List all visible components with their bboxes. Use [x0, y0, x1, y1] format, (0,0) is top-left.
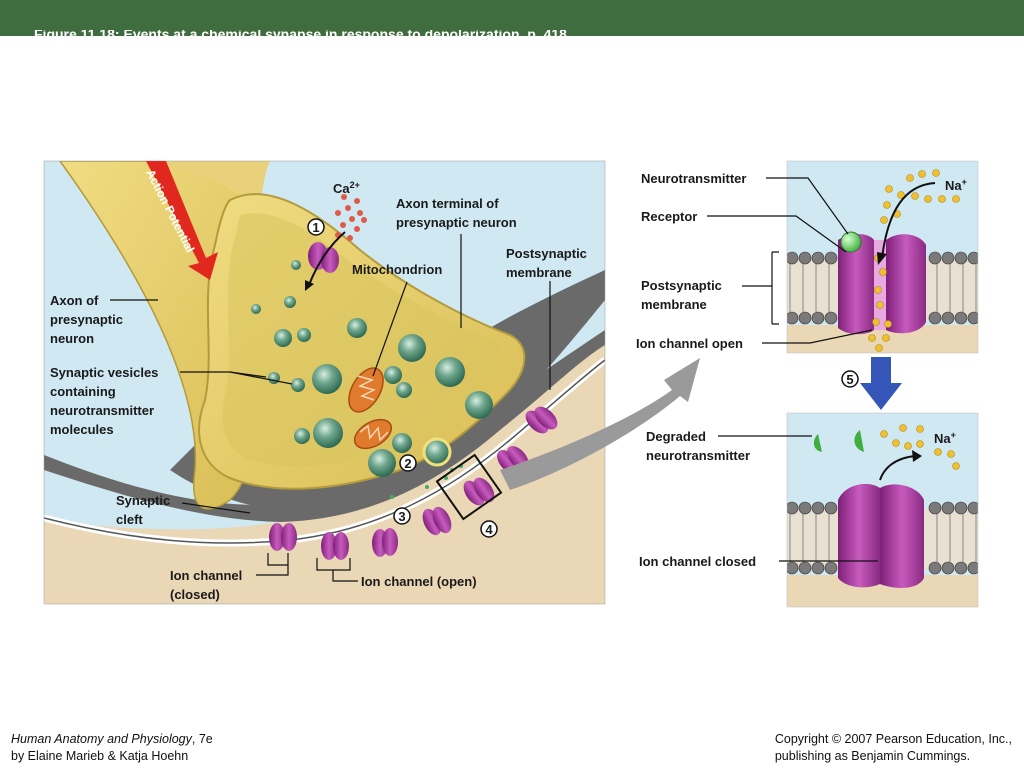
- step-5: 5: [841, 370, 859, 388]
- step-arrow-down: [860, 357, 902, 410]
- zoom-arrow: [500, 358, 700, 490]
- zoom-box: [435, 453, 503, 521]
- step-2: 2: [399, 454, 417, 472]
- footer-copyright: Copyright © 2007 Pearson Education, Inc.…: [775, 731, 1012, 765]
- step-1: 1: [307, 218, 325, 236]
- ion-channel-closed-label: Ion channel(closed): [170, 568, 242, 602]
- ion-channel-open-right-label: Ion channel open: [636, 336, 743, 351]
- header-bar: [0, 0, 1024, 36]
- step-4: 4: [480, 520, 498, 538]
- neurotransmitter-label: Neurotransmitter: [641, 171, 746, 186]
- calcium-ions: [335, 194, 367, 241]
- channel-closed-panel: [787, 413, 978, 607]
- publisher-line: publishing as Benjamin Cummings.: [774, 749, 971, 763]
- na-label-top: Na+: [945, 177, 967, 193]
- svg-text:4: 4: [485, 522, 493, 537]
- synaptic-vesicles: [251, 260, 493, 477]
- svg-text:5: 5: [846, 372, 853, 387]
- ion-channel-closed-right-label: Ion channel closed: [639, 554, 756, 569]
- na-label-bottom: Na+: [934, 430, 956, 446]
- copyright-line: Copyright © 2007 Pearson Education, Inc.…: [774, 732, 1012, 746]
- ca-label: Ca2+: [333, 180, 360, 196]
- book-authors: by Elaine Marieb & Katja Hoehn: [11, 749, 189, 763]
- receptor-label: Receptor: [641, 209, 697, 224]
- footer-book: Human Anatomy and Physiology, 7e by Elai…: [11, 731, 213, 765]
- svg-text:1: 1: [312, 220, 319, 235]
- mitochondrion: [348, 367, 393, 450]
- step-3: 3: [393, 507, 411, 525]
- ion-channel-open-label: Ion channel (open): [361, 574, 477, 589]
- figure-title: Figure 11.18: Events at a chemical synap…: [34, 30, 571, 39]
- postsynaptic-channels: [269, 406, 558, 560]
- book-edition: , 7e: [191, 732, 213, 746]
- svg-text:3: 3: [398, 509, 405, 524]
- svg-text:2: 2: [404, 456, 411, 471]
- synapse-panel: [44, 161, 605, 604]
- mitochondrion-label: Mitochondrion: [352, 262, 442, 277]
- book-title: Human Anatomy and Physiology: [11, 732, 192, 746]
